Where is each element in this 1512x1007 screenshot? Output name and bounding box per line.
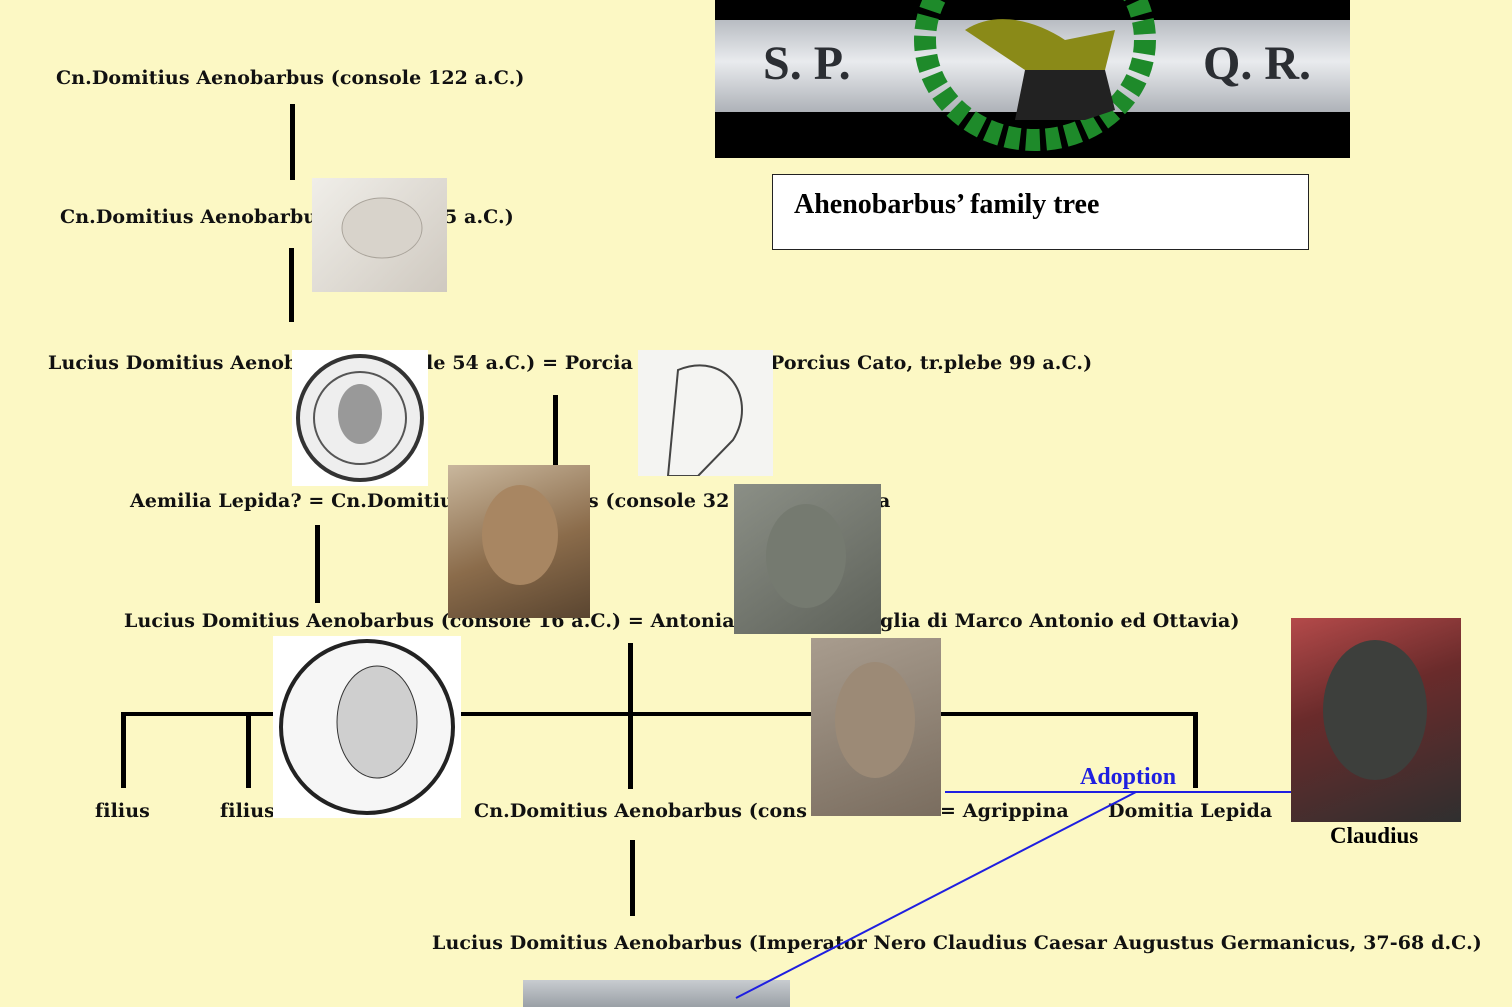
ancestor-gen4-label-mid: s (console 32 [588,490,730,512]
mother-label: = Agrippina [940,800,1069,822]
connector-line [630,840,635,916]
ancestor-gen4-label-tail: a [878,490,891,512]
nero-label: Lucius Domitius Aenobarbus (Imperator Ne… [432,932,1482,954]
connector-line [290,104,295,180]
claudius-bust-image [1291,618,1461,822]
ancestor-gen4-label: Aemilia Lepida? = Cn.Domitiu [130,490,454,512]
ancestor-gen1-label: Cn.Domitius Aenobarbus (console 122 a.C.… [56,67,525,89]
connector-line [553,395,558,485]
coin-portrait-image [734,484,881,634]
bust-portrait-image [448,465,590,618]
child-filius-1-label: filius [95,800,150,822]
spqr-banner-image: S. P. Q. R. [715,0,1350,158]
ancestor-gen3-label-tail: Porcius Cato, tr.plebe 99 a.C.) [770,352,1093,374]
connector-line [121,712,126,788]
page-title: Ahenobarbus’ family tree [794,189,1100,220]
coin-portrait-image [273,636,461,818]
title-box: Ahenobarbus’ family tree [772,174,1309,250]
ancestor-gen2-label: Cn.Domitius Aenobarbu [60,206,318,228]
coin-portrait-image [312,178,447,292]
coin-portrait-image [292,350,428,486]
nero-bust-image [523,980,790,1007]
ancestor-gen3-label-mid: le 54 a.C.) = Porcia [426,352,634,374]
spqr-left-text: S. P. [763,37,851,90]
claudius-caption: Claudius [1330,823,1419,848]
agrippina-bust-image [811,638,941,816]
domitia-lepida-label: Domitia Lepida [1108,800,1273,822]
child-filius-2-label: filius [220,800,275,822]
laurel-wreath-icon [914,0,1156,151]
ancestor-gen3-label: Lucius Domitius Aenob [48,352,298,374]
connector-line [628,643,633,789]
ancestor-gen2-label-tail: 5 a.C.) [444,206,514,228]
connector-line [315,525,320,603]
father-label: Cn.Domitius Aenobarbus (cons [474,800,808,822]
connector-line [289,248,294,322]
connector-line [1193,712,1198,788]
connector-line [121,712,1198,716]
adoption-link[interactable]: Adoption [1080,764,1177,790]
engraved-portrait-image [638,350,773,476]
ancestor-gen5-label-tail: glia di Marco Antonio ed Ottavia) [880,610,1240,632]
spqr-right-text: Q. R. [1203,37,1311,90]
connector-line [246,712,251,788]
ancestor-gen5-label: Lucius Domitius Aenobarbus (console 16 a… [124,610,735,632]
